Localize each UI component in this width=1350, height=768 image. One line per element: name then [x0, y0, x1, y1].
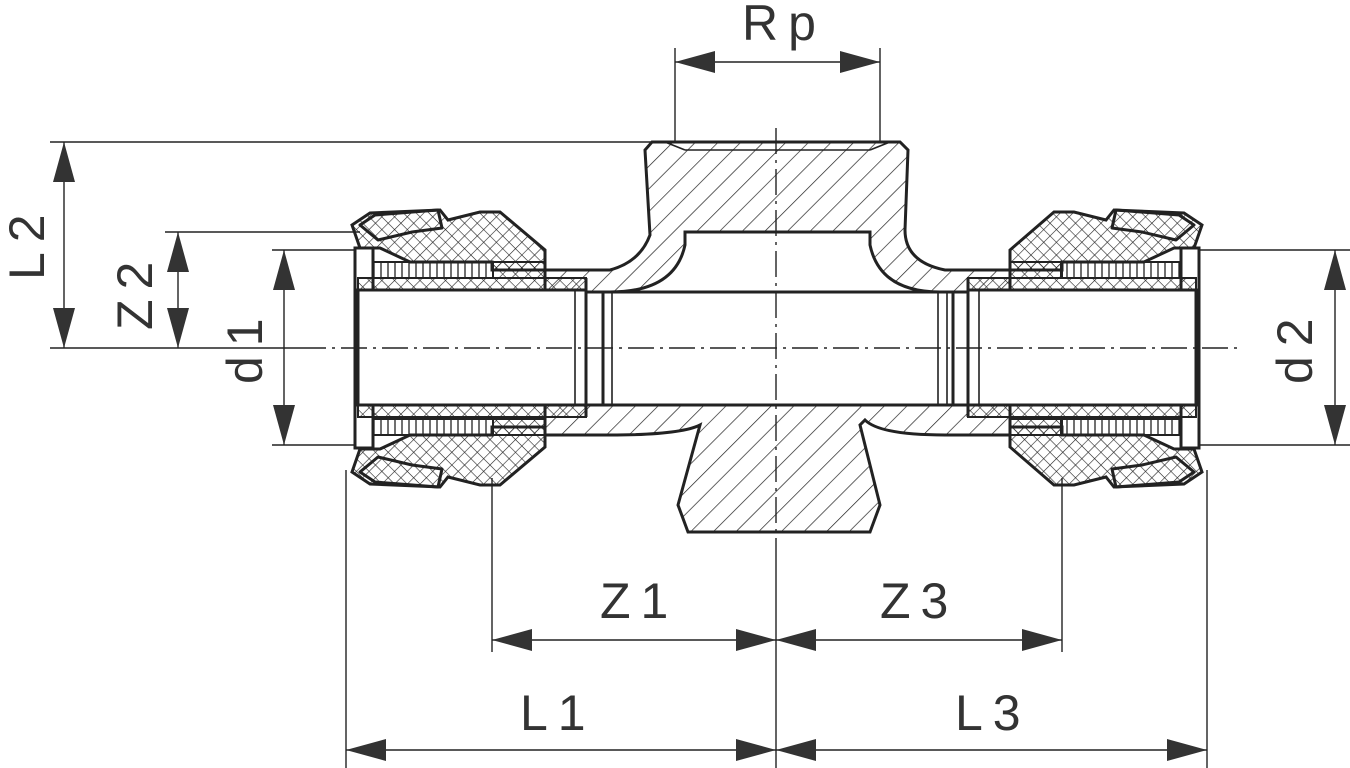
label-rp: Rp [742, 0, 826, 51]
dimension-d2 [1200, 249, 1350, 446]
tee-body-upper-section [543, 140, 1012, 294]
dimension-z1-z3 [491, 478, 1063, 768]
dimension-d1 [272, 249, 355, 446]
label-z3: Z3 [880, 573, 958, 629]
dimension-z2 [165, 231, 360, 348]
left-nut-bottom [350, 425, 547, 489]
dimension-l2 [50, 141, 652, 349]
label-l3: L3 [955, 685, 1031, 741]
label-d2: d2 [1267, 308, 1323, 384]
right-nut-top [1008, 208, 1204, 272]
label-z1: Z1 [600, 573, 678, 629]
label-l1: L1 [520, 685, 596, 741]
dimension-l1-l3 [345, 470, 1208, 768]
tee-body [543, 140, 1012, 534]
tee-body-lower-section [543, 403, 1012, 534]
label-l2: L2 [0, 204, 55, 280]
label-d1: d1 [217, 308, 273, 384]
right-nut-bottom [1008, 425, 1204, 489]
label-z2: Z2 [107, 252, 163, 330]
right-press-connection [966, 208, 1204, 489]
left-nut-top [350, 208, 547, 272]
dimension-rp [674, 48, 881, 142]
